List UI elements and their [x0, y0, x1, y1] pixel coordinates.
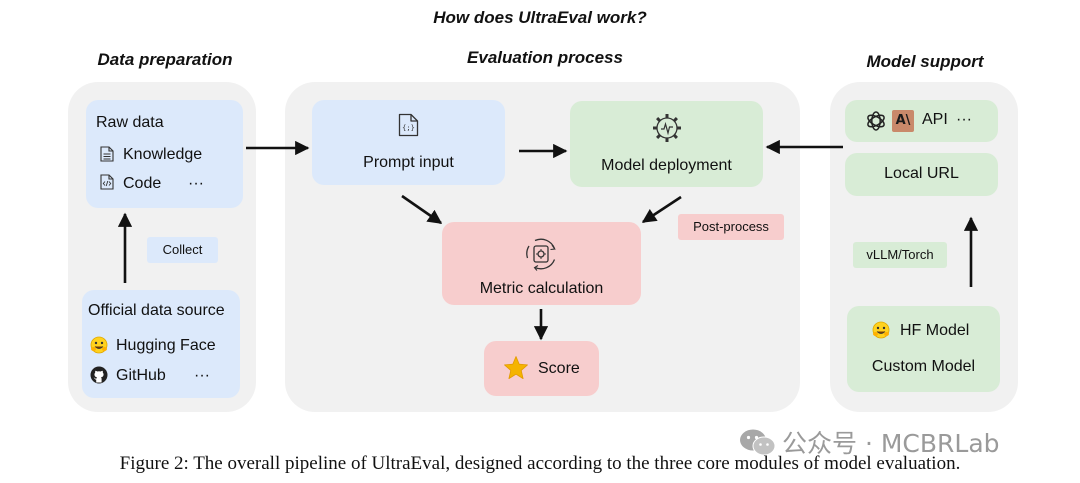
metric-calculation-box: Metric calculation: [442, 222, 641, 305]
model-deployment-box: Model deployment: [570, 101, 763, 187]
local-url-label: Local URL: [884, 165, 959, 182]
metric-cycle-icon: [526, 238, 556, 271]
watermark: 公众号 · MCBRLab: [738, 424, 1000, 460]
prompt-input-label: Prompt input: [363, 154, 454, 171]
local-url-box: Local URL: [845, 153, 998, 196]
prompt-input-box: {;} Prompt input: [312, 100, 505, 185]
diagram-title: How does UltraEval work?: [433, 8, 647, 27]
star-icon: [504, 356, 528, 380]
api-more: ···: [956, 111, 972, 128]
anthropic-icon: A\: [892, 110, 914, 132]
svg-text:{;}: {;}: [402, 124, 415, 132]
github-label: GitHub: [116, 367, 166, 384]
anthropic-mark: A\: [895, 113, 911, 128]
metric-calculation-label: Metric calculation: [479, 280, 604, 297]
gear-pulse-icon: [653, 114, 681, 142]
score-box: Score: [484, 341, 599, 396]
raw-data-label: Raw data: [96, 114, 164, 131]
api-label: API: [922, 111, 948, 128]
hf-model-label: HF Model: [900, 322, 970, 339]
model-deployment-label: Model deployment: [601, 157, 732, 174]
custom-model-label: Custom Model: [871, 358, 976, 375]
raw-data-box: Raw data Knowledge Code ···: [86, 100, 243, 208]
arrow-deployment-to-metric: [641, 195, 682, 224]
raw-data-more: ···: [188, 175, 204, 192]
official-source-more: ···: [194, 367, 210, 384]
official-data-source-label: Official data source: [88, 302, 225, 319]
hugging-face-icon: [872, 321, 890, 339]
prompt-file-icon: {;}: [398, 113, 419, 137]
code-file-icon: [100, 174, 114, 190]
section-title-data-preparation: Data preparation: [97, 50, 233, 69]
api-box: A\ API ···: [845, 100, 998, 142]
hugging-face-icon: [90, 336, 108, 354]
openai-icon: [867, 111, 885, 131]
post-process-tag: Post-process: [678, 214, 784, 240]
score-label: Score: [538, 360, 580, 377]
figure-caption: Figure 2: The overall pipeline of UltraE…: [119, 453, 961, 474]
wechat-icon: [740, 429, 776, 456]
arrow-prompt-to-metric: [401, 194, 443, 225]
official-data-source-box: Official data source Hugging Face GitHub…: [82, 290, 240, 398]
document-icon: [100, 146, 114, 162]
watermark-text: 公众号 · MCBRLab: [782, 429, 1000, 458]
section-title-model-support: Model support: [866, 52, 984, 71]
knowledge-label: Knowledge: [123, 146, 203, 163]
section-title-evaluation-process: Evaluation process: [467, 48, 623, 67]
local-model-box: HF Model Custom Model: [847, 306, 1000, 392]
vllm-torch-tag: vLLM/Torch: [853, 242, 947, 268]
github-icon: [90, 366, 108, 384]
hugging-face-label: Hugging Face: [116, 337, 216, 354]
collect-tag: Collect: [147, 237, 218, 263]
code-label: Code: [123, 175, 162, 192]
